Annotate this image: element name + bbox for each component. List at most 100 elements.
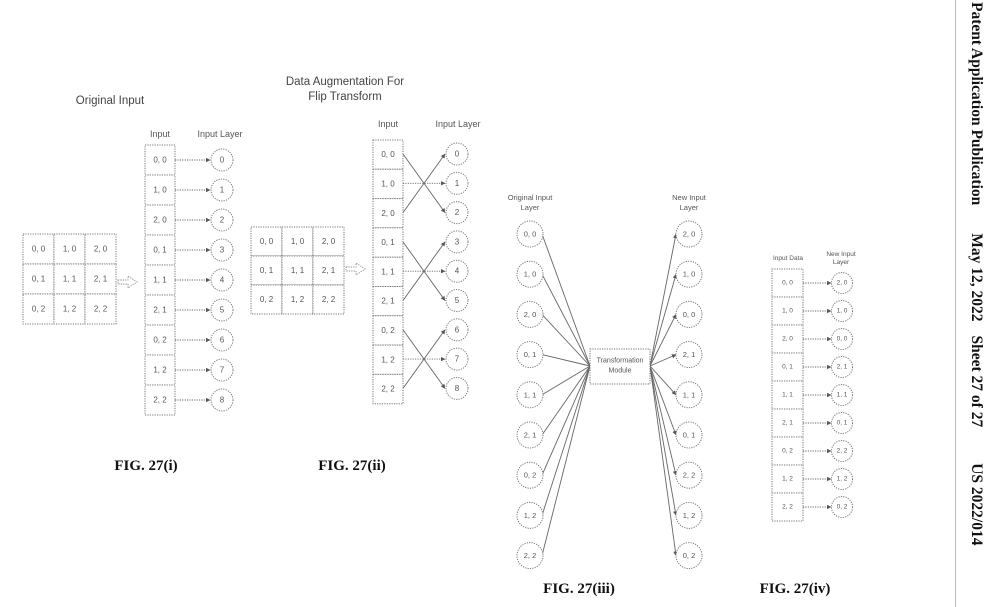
fig-i-node-label: 6 <box>220 336 225 345</box>
fig-ii-title-line2: Flip Transform <box>308 91 382 103</box>
fig-iv-new-input-layer: 2, 01, 00, 02, 11, 10, 12, 21, 20, 2 <box>831 272 853 518</box>
fig-iii-edge-out <box>649 365 678 556</box>
fig-iii-connections <box>541 233 678 556</box>
fig-i-grid-cell: 2, 1 <box>84 263 117 295</box>
fig-iii-left-node-label: 0, 0 <box>524 230 537 239</box>
fig-i-grid-cell-text: 2, 1 <box>94 275 108 284</box>
fig-ii-label: FIG. 27(ii) <box>318 458 386 474</box>
fig-iii-right-node: 2, 1 <box>675 341 703 369</box>
fig-ii-node-label: 4 <box>455 267 460 276</box>
fig-iv-node: 1, 2 <box>831 468 853 490</box>
fig-iii-right-node-label: 2, 1 <box>683 350 696 359</box>
fig-i-input-cell-text: 0, 0 <box>153 156 167 165</box>
fig-iii-edge-in <box>541 365 591 396</box>
fig-iii-original-input-layer: 0, 01, 02, 00, 11, 12, 10, 21, 22, 2 <box>516 220 544 570</box>
fig-iv-input-cell-text: 1, 2 <box>782 476 793 483</box>
fig-ii-grid-cell-text: 1, 1 <box>291 266 305 275</box>
fig-iv-input-cell: 2, 0 <box>771 324 804 354</box>
fig-i-grid-cell: 1, 2 <box>53 293 86 325</box>
module-label-line2: Module <box>609 368 632 375</box>
fig-iii-edge-in <box>541 314 591 367</box>
fig-iv-node-label: 0, 2 <box>837 504 848 511</box>
fig-iii-edge-out <box>649 273 678 367</box>
fig-i-input-cell-text: 0, 1 <box>153 246 167 255</box>
fig-i-node-label: 0 <box>220 156 225 165</box>
fig-i-input-cell: 1, 1 <box>144 264 176 296</box>
fig-i-grid-cell-text: 2, 2 <box>94 305 108 314</box>
fig-iii-right-node: 2, 0 <box>675 220 703 248</box>
fig-i-input-cell: 0, 0 <box>144 144 176 176</box>
fig-iv-node-label: 2, 0 <box>837 280 848 287</box>
fig-ii-input-cell-text: 2, 1 <box>381 297 395 306</box>
fig-i-input-cell: 1, 0 <box>144 174 176 206</box>
fig-iii-right-node-label: 1, 1 <box>683 390 696 399</box>
fig-i-grid-cell-text: 1, 1 <box>63 275 77 284</box>
fig-ii-input-cell: 1, 2 <box>372 344 404 375</box>
fig-i-title: Original Input <box>76 95 145 107</box>
fig-ii-input-cell-text: 0, 1 <box>381 238 395 247</box>
fig-ii-node: 7 <box>445 347 469 371</box>
fig-iii-left-header-line2: Layer <box>521 203 540 212</box>
fig-iii-right-node-label: 1, 0 <box>683 270 696 279</box>
fig-ii-grid-cell: 0, 1 <box>250 255 283 286</box>
fig-iii-left-node-label: 1, 2 <box>524 511 537 520</box>
fig-ii-grid-cell: 2, 2 <box>312 284 345 315</box>
fig-iii-left-header-line1: Original Input <box>508 193 554 202</box>
fig-ii-node: 4 <box>445 259 469 283</box>
fig-iii-edge-out <box>649 365 678 476</box>
fig-ii-node-label: 8 <box>455 384 460 393</box>
fig-iii-edge-in <box>541 365 591 436</box>
fig-ii-input-cell-text: 0, 0 <box>381 150 395 159</box>
fig-i-node-label: 4 <box>220 276 225 285</box>
fig-i-node-label: 7 <box>220 366 225 375</box>
fig-iv-input-cell-text: 0, 0 <box>782 280 793 287</box>
fig-iii-left-node: 2, 1 <box>516 421 544 449</box>
fig-i-input-cell-text: 0, 2 <box>153 336 167 345</box>
fig-ii-connections <box>402 153 446 389</box>
fig-i-grid-cell: 1, 1 <box>53 263 86 295</box>
fig-iv-connections <box>803 280 832 510</box>
publication-type: Patent Application Publication <box>968 2 985 206</box>
fig-i-node: 4 <box>210 268 234 292</box>
fig-iii-edge-in <box>541 365 591 476</box>
fig-iii-right-node: 1, 1 <box>675 381 703 409</box>
fig-iii-edge-in <box>541 273 591 367</box>
fig-ii-node: 5 <box>445 289 469 312</box>
fig-iii-left-node-label: 2, 1 <box>524 431 537 440</box>
fig-iii-edge-in <box>541 365 591 556</box>
fig-iv-input-cell: 2, 1 <box>771 408 804 438</box>
fig-i-input-column: 0, 01, 02, 00, 11, 12, 10, 21, 22, 2 <box>144 144 176 416</box>
fig-i-node-label: 3 <box>220 246 225 255</box>
fig-ii-input-cell-text: 1, 2 <box>381 355 395 364</box>
fig-iii-right-node: 0, 1 <box>675 421 703 449</box>
fig-i-node-label: 2 <box>220 216 225 225</box>
fig-iv-node: 2, 1 <box>831 356 853 378</box>
fig-i-node: 6 <box>210 328 234 352</box>
fig-ii-node: 3 <box>445 230 469 254</box>
fig-iii-right-node-label: 2, 2 <box>683 471 696 480</box>
fig-iv-input-cell: 1, 0 <box>771 296 804 326</box>
patent-header-strip: Patent Application Publication May 12, 2… <box>955 0 996 607</box>
fig-iii-edge-out <box>649 314 677 367</box>
fig-i-layer-header: Input Layer <box>197 129 242 139</box>
fig-i-node: 7 <box>210 358 234 382</box>
fig-i-node: 2 <box>210 208 234 232</box>
fig-iv-layer-header-line2: Layer <box>833 259 850 266</box>
fig-i-node-label: 5 <box>220 306 225 315</box>
fig-iii-right-node: 1, 2 <box>675 501 703 529</box>
fig-i-arrow-icon <box>117 275 138 289</box>
fig-iv-node: 2, 0 <box>831 272 853 294</box>
fig-i-grid-cell-text: 0, 2 <box>32 305 46 314</box>
fig-ii-grid-cell-text: 0, 1 <box>260 266 274 275</box>
fig-ii-edge <box>402 241 446 301</box>
fig-i-grid-cell: 2, 2 <box>84 293 117 325</box>
publication-number: US 2022/014 <box>968 463 985 546</box>
fig-i-node: 5 <box>210 298 234 322</box>
fig-iii-left-node-label: 1, 1 <box>524 390 537 399</box>
fig-ii-grid-cell: 0, 2 <box>250 284 283 315</box>
fig-iv-input-cell: 0, 0 <box>771 268 804 298</box>
